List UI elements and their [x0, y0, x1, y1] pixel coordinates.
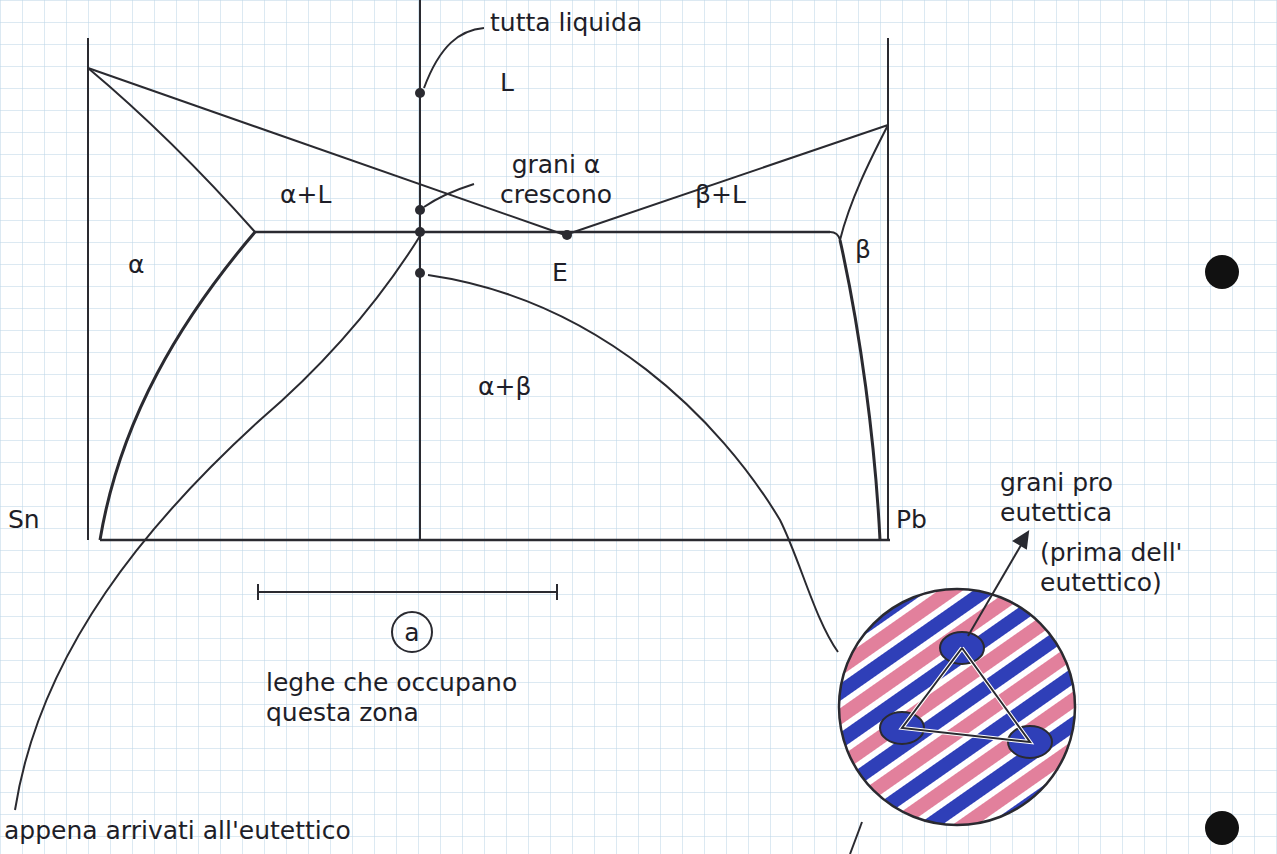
callout-letter: a: [404, 618, 419, 647]
annotation-label: appena arrivati all'eutettico: [4, 816, 351, 846]
circled-letter: a: [390, 610, 434, 654]
annotation-label: α+β: [478, 372, 531, 402]
annotation-label: E: [552, 258, 568, 288]
annotation-label: Sn: [8, 505, 40, 535]
annotation-label: grani pro eutettica: [1000, 468, 1190, 528]
annotation-label: α: [128, 250, 144, 280]
annotation-label: grani α crescono: [476, 150, 636, 210]
annotation-label: β+L: [695, 180, 746, 210]
annotation-label: tutta liquida: [490, 8, 642, 38]
annotation-label: L: [500, 68, 514, 98]
annotation-label: α+L: [280, 180, 331, 210]
annotation-label: (prima dell' eutettico): [1040, 538, 1265, 598]
annotation-label: leghe che occupano questa zona: [266, 668, 536, 728]
annotation-label: β: [855, 235, 871, 265]
annotation-label: Pb: [896, 505, 927, 535]
